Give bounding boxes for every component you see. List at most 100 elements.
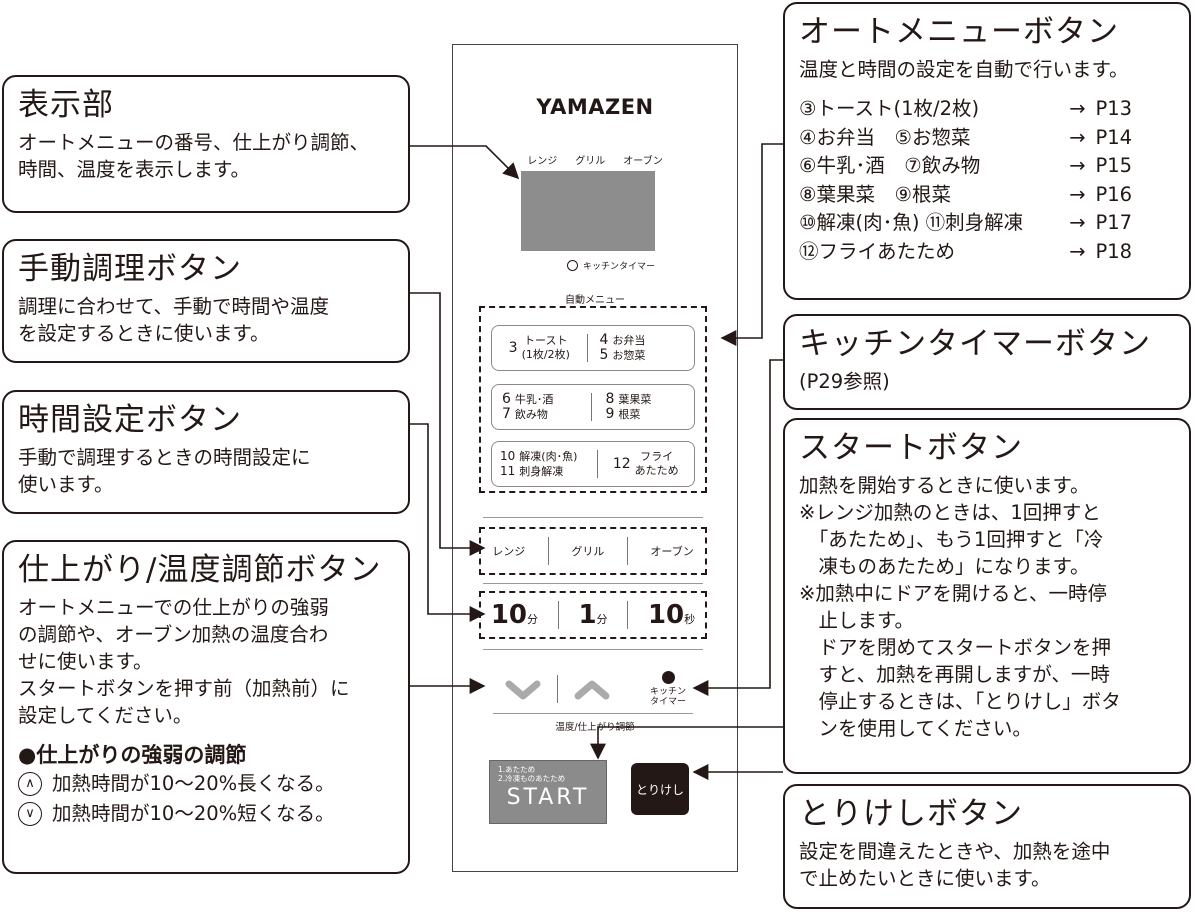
menu-label: トースト (1枚/2枚) bbox=[521, 334, 570, 361]
adjust-label: 温度/仕上がり調節 bbox=[555, 722, 635, 733]
kitchen-timer-button-label: キッチン タイマー bbox=[650, 687, 687, 707]
brand-logo: YAMAZEN bbox=[536, 95, 654, 119]
clock-icon bbox=[567, 260, 578, 271]
menu-number: 11 bbox=[500, 464, 516, 478]
shorter-text: 加熱時間が10～20%短くなる。 bbox=[52, 802, 335, 825]
menu-label: 牛乳･酒 bbox=[514, 393, 554, 406]
menu-number: 8 bbox=[605, 391, 615, 407]
kitchen-timer-button[interactable]: キッチン タイマー bbox=[650, 671, 686, 707]
time-value: 1 bbox=[578, 600, 597, 630]
callout-body: 手動で調理するときの時間設定に 使います。 bbox=[18, 446, 311, 496]
list-item: ⑥牛乳･酒 ⑦飲み物→P15 bbox=[799, 154, 1133, 177]
auto-menu-label: 自動メニュー bbox=[565, 295, 625, 306]
callout-adjust: 仕上がり/温度調節ボタン オートメニューでの仕上がりの強弱 の調節や、オーブン加… bbox=[2, 540, 410, 874]
callout-display: 表示部 オートメニューの番号、仕上がり調節、 時間、温度を表示します。 bbox=[2, 75, 410, 213]
chevron-up-icon[interactable] bbox=[572, 674, 612, 704]
time-unit: 分 bbox=[527, 613, 539, 626]
callout-subtitle: ●仕上がりの強弱の調節 bbox=[18, 743, 247, 767]
menu-number: 6 bbox=[502, 391, 511, 407]
menu-number: 5 bbox=[599, 347, 609, 363]
callout-kitchen-timer: キッチンタイマーボタン (P29参照) bbox=[783, 314, 1191, 410]
callout-title: 表示部 bbox=[18, 87, 114, 123]
callout-body: 温度と時間の設定を自動で行います。 bbox=[799, 58, 1129, 81]
list-item: ③トースト(1枚/2枚)→P13 bbox=[799, 97, 1133, 120]
callout-body: 加熱を開始するときに使います。 ※レンジ加熱のときは、1回押すと 「あたため」、… bbox=[799, 474, 1121, 740]
one-minute-button[interactable]: 1分 bbox=[578, 600, 607, 630]
adjust-row: キッチン タイマー bbox=[493, 659, 713, 719]
callout-body: (P29参照) bbox=[799, 370, 890, 393]
auto-menu-page-list: ③トースト(1枚/2枚)→P13 ④お弁当 ⑤お惣菜→P14 ⑥牛乳･酒 ⑦飲み… bbox=[799, 95, 1132, 266]
menu-number: 7 bbox=[502, 406, 511, 422]
time-button-group: 10分 1分 10秒 bbox=[479, 591, 707, 639]
callout-body: 調理に合わせて、手動で時間や温度 を設定するときに使います。 bbox=[18, 295, 330, 345]
callout-body: オートメニューの番号、仕上がり調節、 時間、温度を表示します。 bbox=[18, 131, 370, 181]
list-item: ⑧葉果菜 ⑨根菜→P16 bbox=[799, 182, 1133, 206]
mode-indicator-range: レンジ bbox=[527, 156, 558, 167]
start-button-label: START bbox=[506, 785, 590, 810]
menu-label: 飲み物 bbox=[514, 408, 548, 421]
mode-indicators: レンジ グリル オーブン bbox=[453, 152, 737, 167]
cancel-button[interactable]: とりけし bbox=[631, 763, 689, 815]
list-item: ④お弁当 ⑤お惣菜→P14 bbox=[799, 125, 1133, 149]
time-unit: 分 bbox=[596, 613, 608, 626]
kitchen-timer-indicator: キッチンタイマー bbox=[567, 259, 655, 272]
timer-icon bbox=[661, 671, 675, 684]
chevron-down-icon[interactable] bbox=[503, 674, 543, 704]
grill-button[interactable]: グリル bbox=[571, 545, 605, 558]
time-value: 10 bbox=[490, 600, 528, 630]
callout-title: 手動調理ボタン bbox=[18, 251, 242, 287]
callout-cancel: とりけしボタン 設定を間違えたときや、加熱を途中 で止めたいときに使います。 bbox=[783, 784, 1191, 909]
ten-minutes-button[interactable]: 10分 bbox=[491, 600, 538, 630]
callout-time: 時間設定ボタン 手動で調理するときの時間設定に 使います。 bbox=[2, 390, 410, 514]
callout-title: キッチンタイマーボタン bbox=[799, 326, 1151, 362]
display-screen bbox=[521, 171, 655, 251]
longer-text: 加熱時間が10～20%長くなる。 bbox=[52, 772, 335, 795]
list-item: ⑫フライあたため→P18 bbox=[799, 239, 1133, 263]
menu-number: 12 bbox=[612, 456, 631, 472]
oven-button[interactable]: オーブン bbox=[650, 545, 694, 558]
callout-title: とりけしボタン bbox=[799, 796, 1023, 832]
menu-label: 葉果菜 bbox=[618, 393, 652, 406]
longer-option: ∧ 加熱時間が10～20%長くなる。 bbox=[18, 769, 394, 799]
menu-label: お惣菜 bbox=[612, 349, 646, 362]
callout-title: 仕上がり/温度調節ボタン bbox=[18, 552, 382, 588]
range-button[interactable]: レンジ bbox=[492, 545, 526, 558]
auto-button-fry[interactable]: 12 フライ あたため bbox=[597, 450, 694, 478]
menu-label: フライ あたため bbox=[634, 450, 679, 477]
list-item: ⑩解凍(肉･魚) ⑪刺身解凍→P17 bbox=[799, 211, 1133, 234]
menu-number: 4 bbox=[599, 332, 609, 348]
menu-number: 9 bbox=[605, 406, 615, 422]
start-button[interactable]: 1.あたため 2.冷凍ものあたため START bbox=[489, 760, 607, 824]
menu-label: 根菜 bbox=[618, 408, 641, 421]
menu-label: 解凍(肉･魚) bbox=[519, 450, 578, 463]
callout-title: スタートボタン bbox=[799, 430, 1023, 466]
mode-button-group: レンジ グリル オーブン bbox=[479, 527, 707, 575]
callout-body: 設定を間違えたときや、加熱を途中 で止めたいときに使います。 bbox=[799, 840, 1111, 890]
mode-indicator-oven: オーブン bbox=[623, 156, 663, 167]
menu-number: 10 bbox=[500, 449, 516, 463]
ten-seconds-button[interactable]: 10秒 bbox=[648, 600, 695, 630]
menu-label: お弁当 bbox=[612, 334, 646, 347]
time-unit: 秒 bbox=[684, 613, 696, 626]
callout-body: オートメニューでの仕上がりの強弱 の調節や、オーブン加熱の温度合わ せに使います… bbox=[18, 596, 350, 727]
menu-label: 刺身解凍 bbox=[519, 465, 564, 478]
down-circle-icon: ∨ bbox=[18, 802, 42, 826]
mode-indicator-grill: グリル bbox=[575, 156, 606, 167]
callout-start: スタートボタン 加熱を開始するときに使います。 ※レンジ加熱のときは、1回押すと… bbox=[783, 418, 1191, 774]
control-panel: YAMAZEN レンジ グリル オーブン キッチンタイマー 自動メニュー 3 ト… bbox=[452, 44, 738, 872]
time-value: 10 bbox=[647, 600, 685, 630]
callout-auto-menu: オートメニューボタン 温度と時間の設定を自動で行います。 ③トースト(1枚/2枚… bbox=[783, 2, 1191, 300]
shorter-option: ∨ 加熱時間が10～20%短くなる。 bbox=[18, 799, 394, 829]
auto-button-toast[interactable]: 3 トースト (1枚/2枚) bbox=[492, 334, 587, 362]
kitchen-timer-label: キッチンタイマー bbox=[583, 262, 656, 272]
callout-title: オートメニューボタン bbox=[799, 14, 1119, 50]
